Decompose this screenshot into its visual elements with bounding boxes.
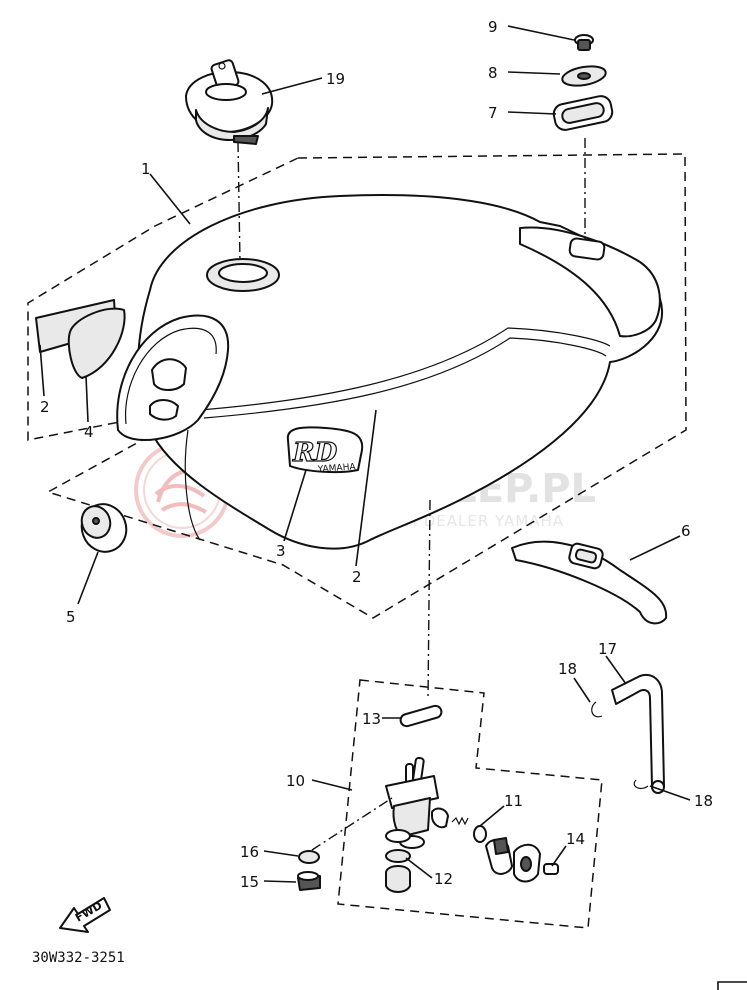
callout-6: 6 — [681, 522, 691, 540]
callout-14: 14 — [566, 830, 585, 848]
callout-8: 8 — [488, 64, 498, 82]
screw-14 — [543, 863, 559, 875]
tank-badge-logo: RD — [292, 438, 338, 468]
tank-group-outline — [27, 153, 687, 619]
callout-15: 15 — [240, 873, 259, 891]
clip-18a — [591, 701, 603, 718]
spring-11 — [451, 816, 469, 826]
grommet-7 — [552, 95, 614, 131]
callout-3: 3 — [276, 542, 286, 560]
cap-center-line — [237, 141, 241, 263]
fuel-cap — [185, 59, 274, 145]
washer-12a — [385, 829, 411, 843]
bolt-9 — [574, 34, 594, 51]
screw-11 — [431, 807, 449, 829]
callout-12: 12 — [434, 870, 453, 888]
fuel-cock-center-line — [427, 499, 431, 701]
breather-hose-17 — [611, 674, 665, 794]
damper-5 — [80, 503, 128, 553]
callout-7: 7 — [488, 104, 498, 122]
washer-16 — [298, 850, 320, 864]
fwd-arrow-icon: FWD — [59, 897, 111, 933]
callout-19: 19 — [326, 70, 345, 88]
callout-16: 16 — [240, 843, 259, 861]
callout-17: 17 — [598, 640, 617, 658]
washer-8-hole — [577, 72, 591, 80]
fuel-cock-10 — [385, 756, 439, 849]
callout-18a: 18 — [558, 660, 577, 678]
callout-2b: 2 — [352, 568, 362, 586]
fuel-cock-group-outline — [337, 679, 603, 929]
corner-mark — [717, 981, 747, 990]
drain-bolt-12 — [385, 865, 411, 893]
lever-11 — [485, 837, 513, 875]
callout-2a: 2 — [40, 398, 50, 416]
tank-badge: RD YAMAHA — [286, 426, 364, 475]
callout-5: 5 — [66, 608, 76, 626]
side-emblem-4 — [67, 307, 126, 379]
o-ring-11 — [473, 825, 487, 843]
callout-18b: 18 — [694, 792, 713, 810]
callout-1: 1 — [141, 160, 151, 178]
diagram-code: 30W332-3251 — [32, 950, 125, 966]
leader-lines — [39, 25, 691, 883]
callout-11: 11 — [504, 792, 523, 810]
washer-12b — [385, 849, 411, 863]
screw-center-line — [311, 797, 393, 851]
fuel-tank — [116, 194, 664, 550]
callout-9: 9 — [488, 18, 498, 36]
seat-bracket-6 — [511, 540, 668, 625]
callout-10: 10 — [286, 772, 305, 790]
clip-18b — [633, 779, 649, 790]
callout-13: 13 — [362, 710, 381, 728]
strainer-13 — [399, 704, 443, 728]
callout-4: 4 — [84, 423, 94, 441]
screw-15 — [297, 871, 321, 891]
cover-plate-14 — [513, 843, 541, 883]
tank-badge-maker: YAMAHA — [317, 462, 357, 475]
